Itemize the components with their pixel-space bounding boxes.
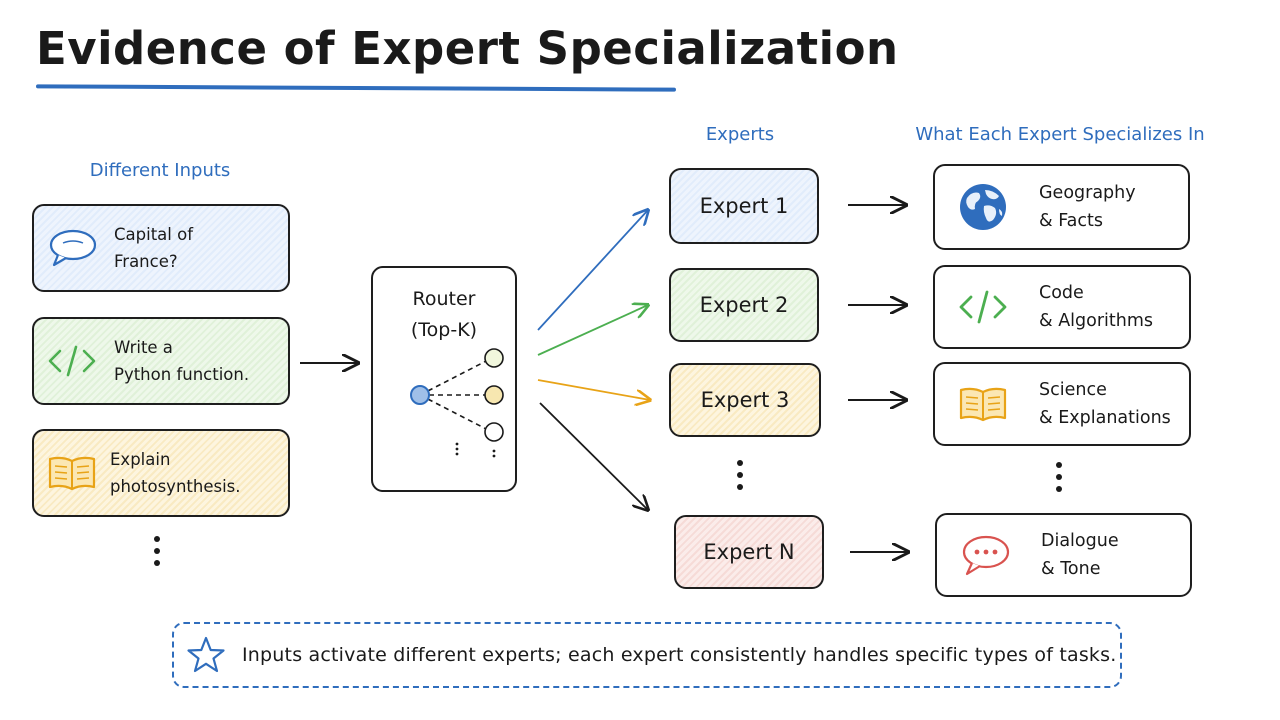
inputs-header: Different Inputs	[89, 160, 231, 181]
input-text-photosynthesis: Explain photosynthesis.	[110, 450, 241, 496]
spec-text-geography: Geography & Facts	[1039, 183, 1136, 231]
router-label: Router (Top-K)	[410, 288, 478, 341]
expert-2-box: Expert 2	[669, 268, 819, 342]
page-title: Evidence of Expert Specialization	[36, 22, 899, 75]
expert-3-box: Expert 3	[669, 363, 821, 437]
inputs-ellipsis	[154, 536, 160, 566]
input-box-photosynthesis: Explain photosynthesis.	[32, 429, 290, 517]
router-to-expert-3-arrow	[537, 379, 650, 400]
expert-1-label: Expert 1	[699, 194, 789, 218]
router-to-expert-1-arrow	[537, 210, 648, 331]
book-icon	[959, 387, 1007, 422]
book-icon	[48, 456, 96, 491]
routing-graph-icon	[410, 348, 504, 458]
router-to-expert-n-arrow	[539, 402, 648, 510]
spec-box-geography: Geography & Facts	[933, 164, 1190, 250]
specializations-ellipsis	[1056, 462, 1062, 492]
expert-2-label: Expert 2	[699, 293, 789, 317]
spec-box-code: Code & Algorithms	[933, 265, 1191, 349]
spec-text-science: Science & Explanations	[1039, 380, 1171, 428]
input-box-capital: Capital of France?	[32, 204, 290, 292]
expert-3-label: Expert 3	[700, 388, 790, 412]
chat-bubble-icon	[962, 535, 1010, 576]
spec-box-dialogue: Dialogue & Tone	[935, 513, 1192, 597]
spec-text-dialogue: Dialogue & Tone	[1041, 531, 1119, 579]
router-box: Router (Top-K)	[371, 266, 517, 492]
input-box-python: Write a Python function.	[32, 317, 290, 405]
router-to-expert-2-arrow	[537, 305, 648, 356]
expert-n-box: Expert N	[674, 515, 824, 589]
code-icon	[959, 290, 1007, 324]
code-icon	[48, 345, 96, 377]
speech-bubble-icon	[49, 229, 97, 267]
input-text-python: Write a Python function.	[114, 338, 250, 384]
summary-text: Inputs activate different experts; each …	[242, 644, 1117, 666]
spec-text-code: Code & Algorithms	[1039, 283, 1154, 331]
globe-icon	[960, 184, 1006, 230]
expert-n-label: Expert N	[703, 540, 795, 564]
input-text-capital: Capital of France?	[114, 225, 194, 271]
spec-box-science: Science & Explanations	[933, 362, 1191, 446]
experts-ellipsis	[737, 460, 743, 490]
summary-callout: Inputs activate different experts; each …	[172, 622, 1122, 688]
star-icon	[187, 636, 225, 673]
specializations-header: What Each Expert Specializes In	[915, 124, 1205, 145]
experts-header: Experts	[705, 124, 775, 145]
expert-1-box: Expert 1	[669, 168, 819, 244]
